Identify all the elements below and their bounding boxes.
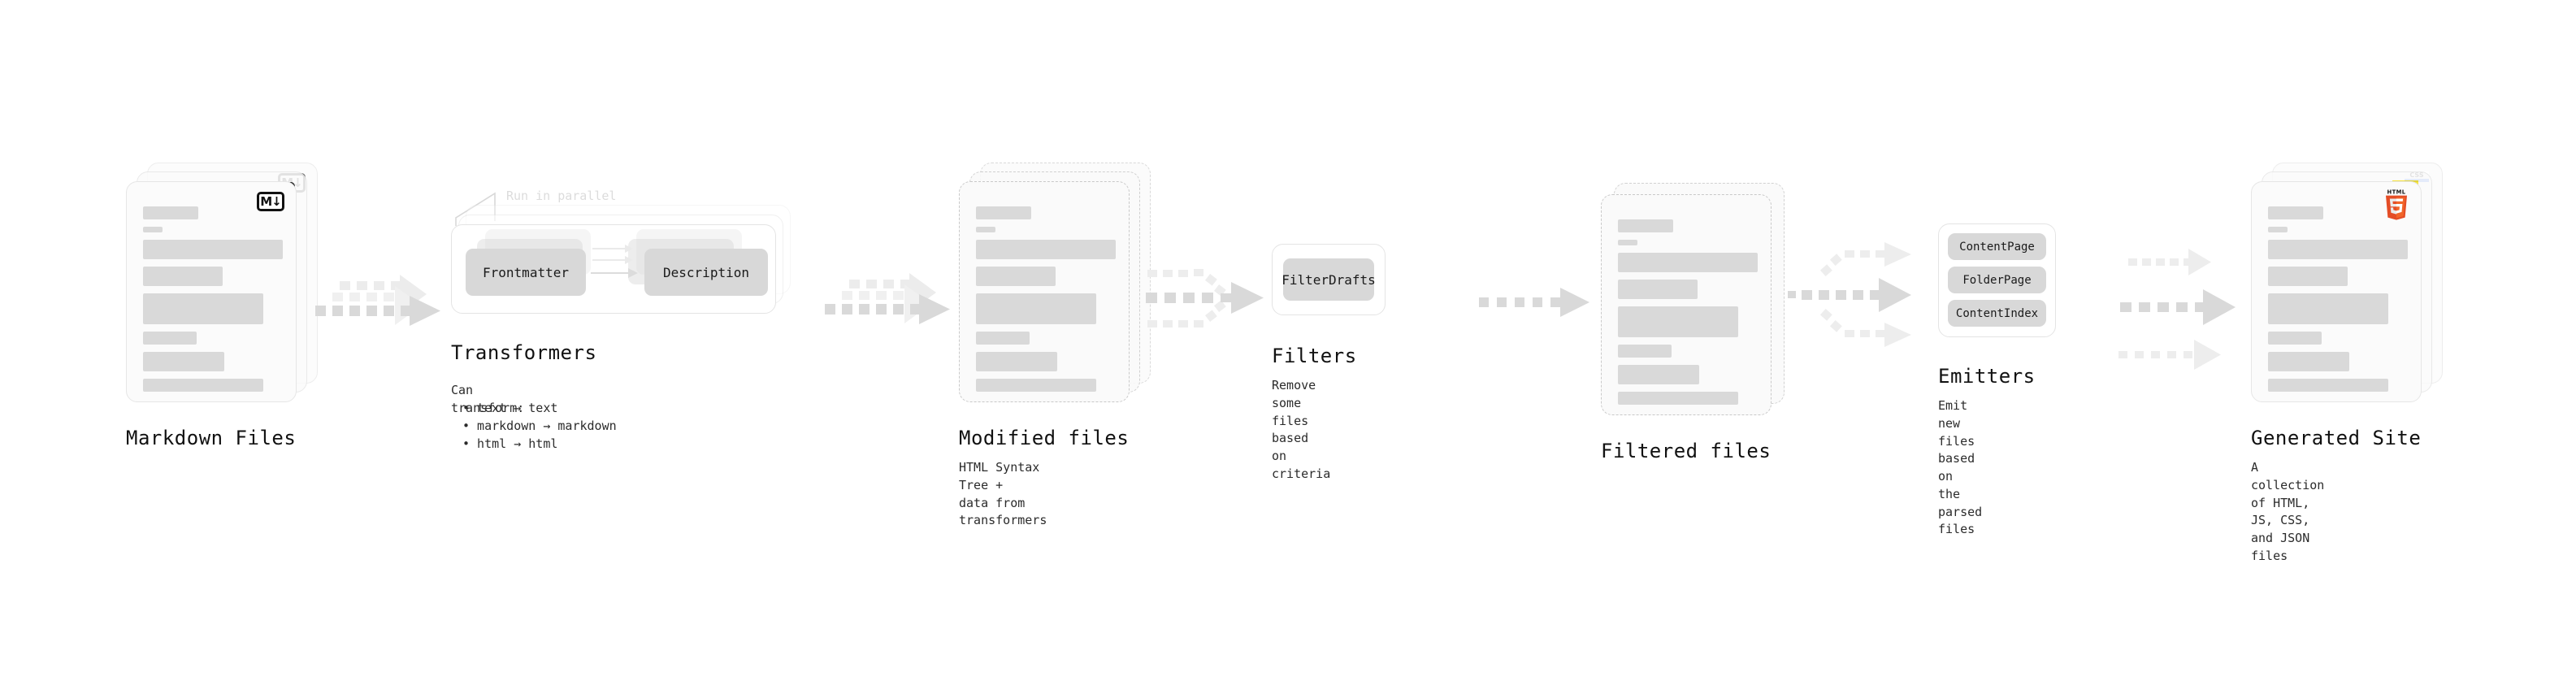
skeleton-bars (976, 206, 1116, 399)
arrow-emitters-to-site (2118, 249, 2236, 370)
stage-subtitle-emitters: Emit new files based on the parsed files (1938, 398, 1983, 537)
stage-title-emitters: Emitters (1938, 365, 2036, 388)
chip-label: ContentPage (1959, 240, 2035, 254)
stage-subtitle-modified-files: HTML Syntax Tree + data from transformer… (959, 460, 1047, 528)
arrow-modified-to-filters (1146, 269, 1264, 327)
filtered-card-front (1601, 194, 1772, 415)
arrow-transformers-to-modified (825, 273, 950, 324)
parallel-label: Run in parallel (506, 189, 617, 203)
arrow-filters-to-filtered (1479, 288, 1589, 317)
skeleton-bars (2268, 206, 2408, 399)
emitter-chip-contentindex[interactable]: ContentIndex (1948, 300, 2046, 327)
transformer-chip-frontmatter[interactable]: Frontmatter (466, 249, 586, 296)
emitter-chip-contentpage[interactable]: ContentPage (1948, 233, 2046, 260)
modified-card-front (959, 181, 1130, 402)
arrow-filtered-to-emitters (1788, 242, 1911, 347)
stage-title-modified-files: Modified files (959, 427, 1130, 449)
markdown-badge: M↓ (257, 192, 284, 211)
chip-label: Description (663, 264, 749, 280)
stage-title-transformers: Transformers (451, 341, 597, 364)
stage-subtitle-transformers: Can transform: (451, 383, 525, 415)
stage-title-markdown-files: Markdown Files (126, 427, 297, 449)
stage-subtitle-filters: Remove some files based on criteria (1272, 378, 1331, 481)
filter-chip-filterdrafts[interactable]: FilterDrafts (1281, 258, 1376, 301)
stage-title-generated-site: Generated Site (2251, 427, 2422, 449)
stage-title-filters: Filters (1272, 345, 1357, 367)
transformer-bullet-list: • text → text • markdown → markdown • ht… (451, 400, 617, 453)
list-item: • html → html (462, 436, 558, 451)
stage-subtitle-generated-site: A collection of HTML, JS, CSS, and JSON … (2251, 460, 2325, 563)
svg-text:HTML: HTML (2387, 189, 2406, 195)
html5-badge: HTML (2385, 189, 2408, 220)
markdown-card-front: M↓ (126, 181, 297, 402)
list-item: • text → text (462, 401, 558, 415)
transformer-chip-description[interactable]: Description (644, 249, 768, 296)
transformer-inner-arrows (591, 245, 638, 278)
chip-label: ContentIndex (1955, 306, 2039, 320)
chip-label: FilterDrafts (1281, 271, 1376, 288)
chip-label: FolderPage (1962, 273, 2032, 287)
stage-title-filtered-files: Filtered files (1601, 440, 1772, 462)
skeleton-bars (143, 206, 283, 399)
chip-label: Frontmatter (483, 264, 569, 280)
skeleton-bars (1618, 219, 1758, 412)
emitter-chip-folderpage[interactable]: FolderPage (1948, 267, 2046, 293)
arrow-markdown-to-transformers (315, 275, 440, 326)
list-item: • markdown → markdown (462, 418, 617, 433)
site-card-front-html: HTML (2251, 181, 2422, 402)
